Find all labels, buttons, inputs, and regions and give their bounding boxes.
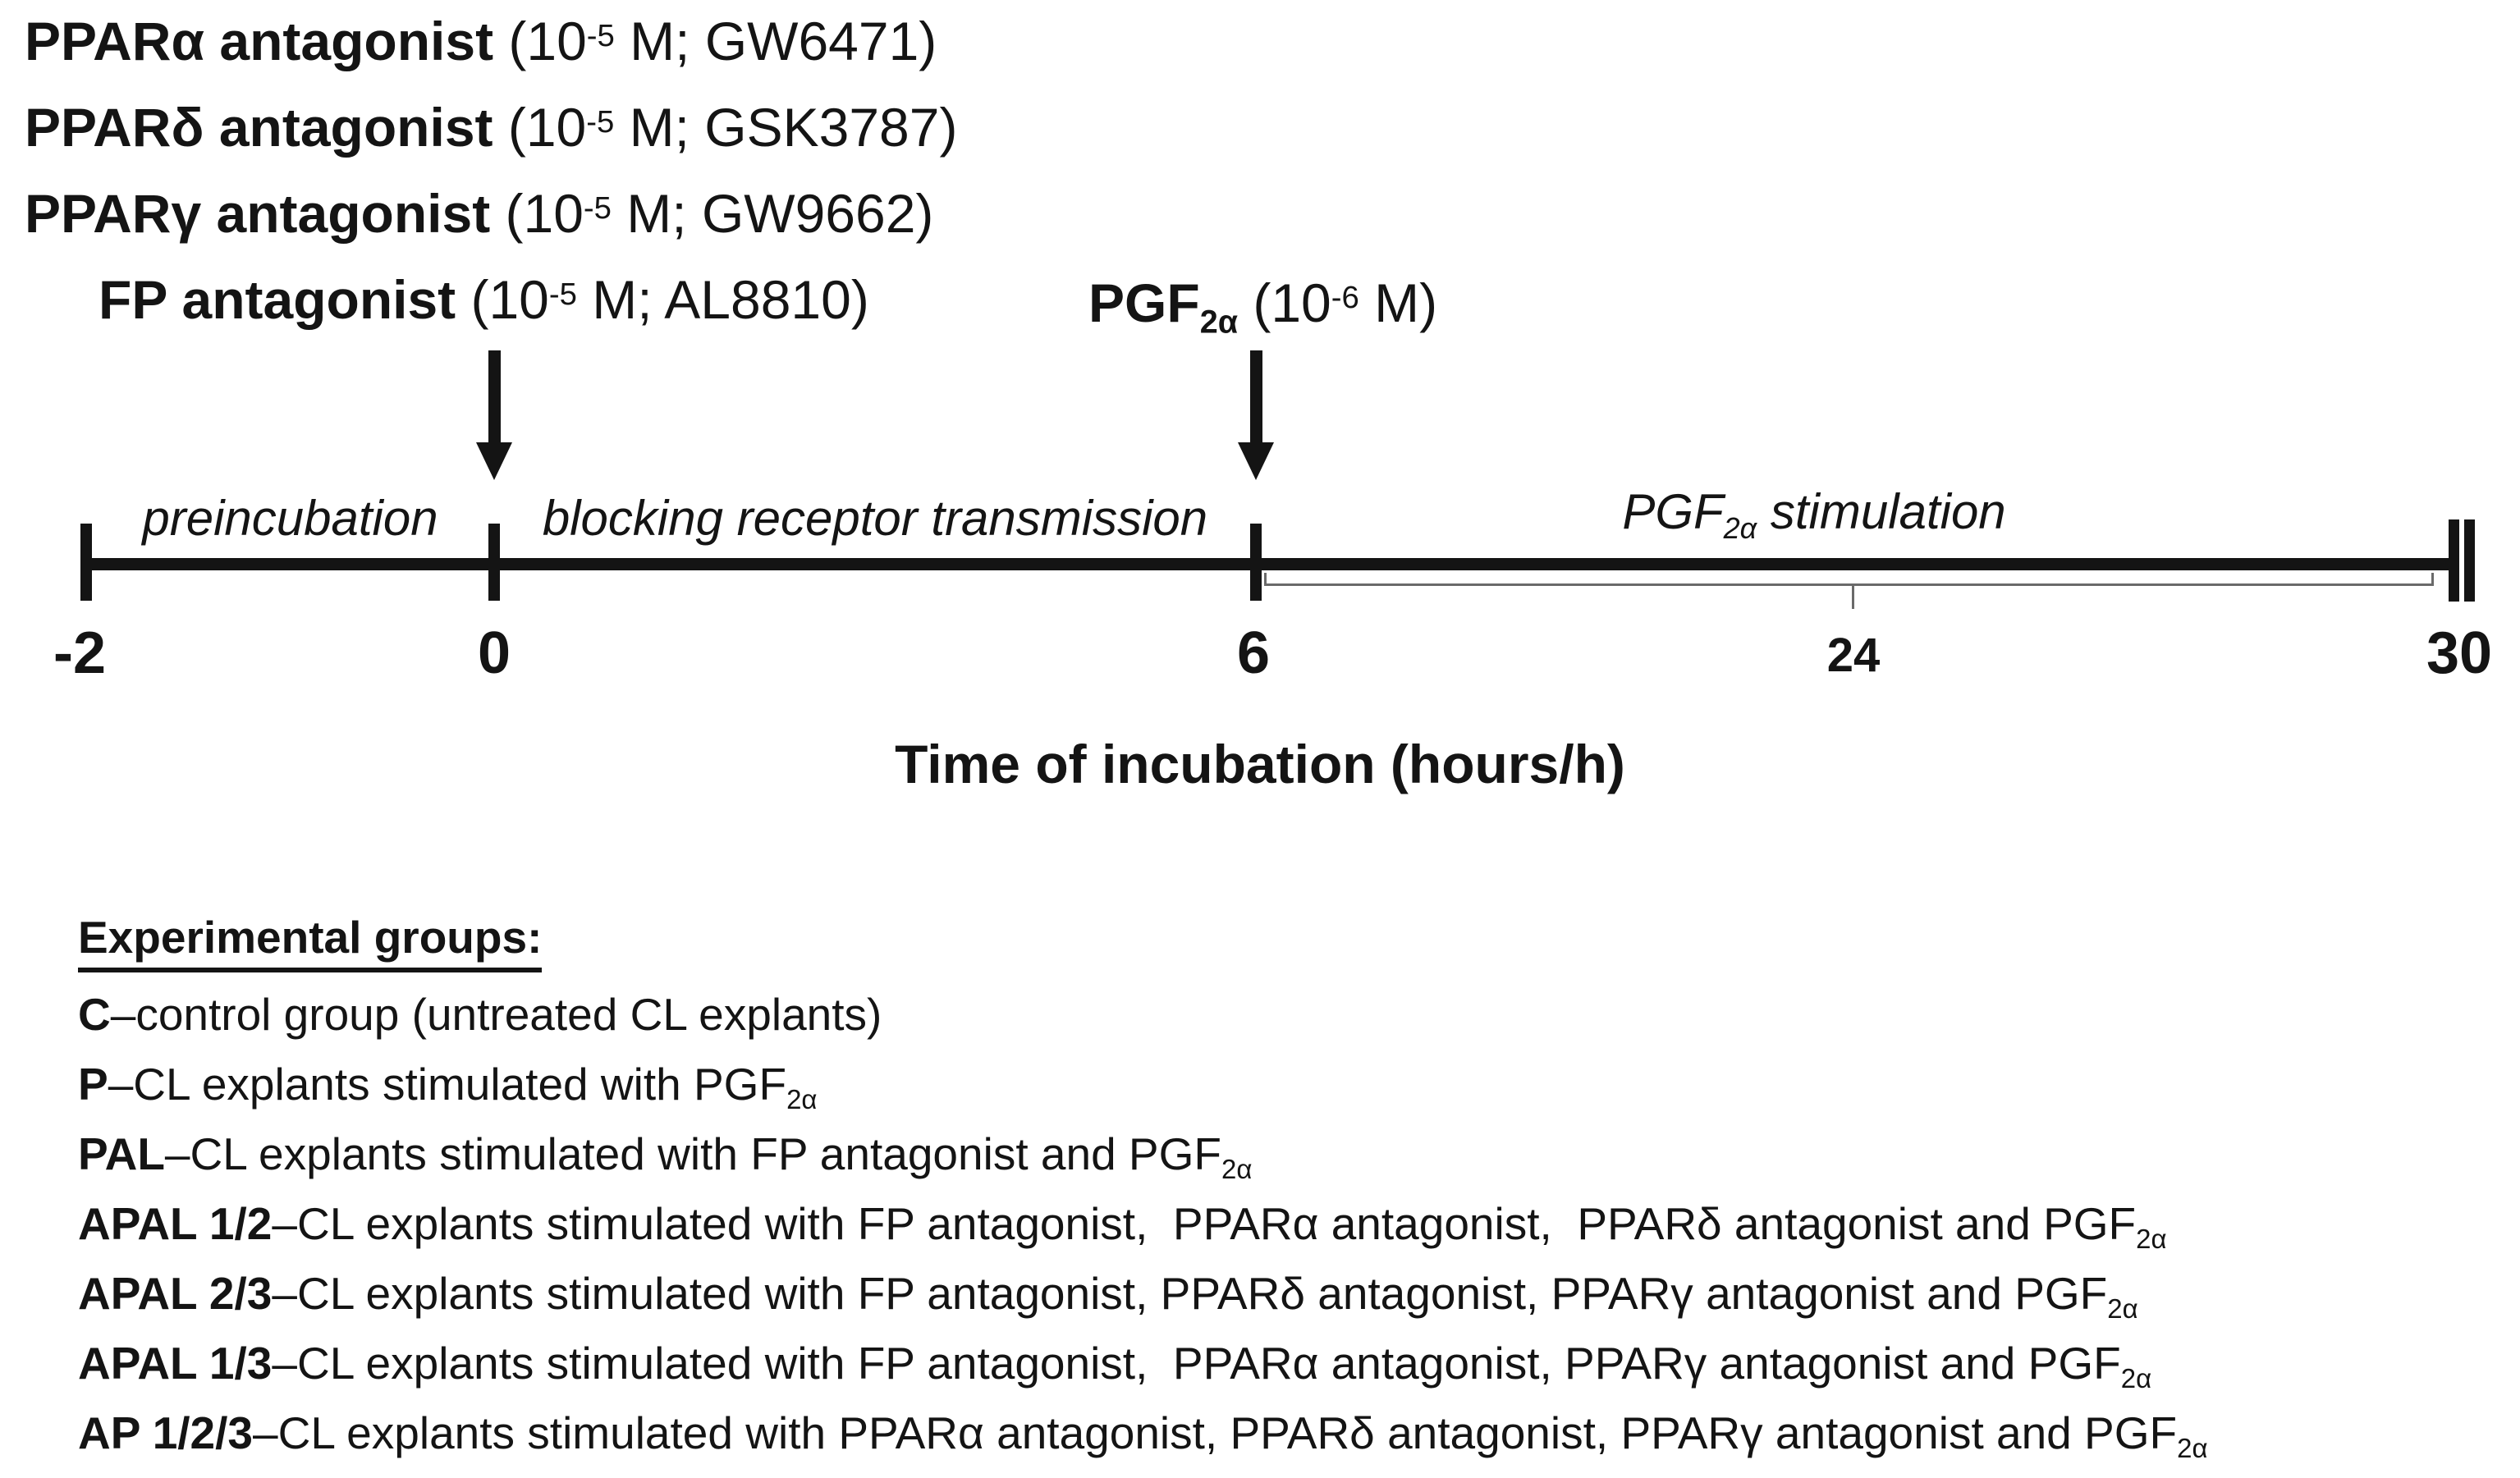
- reagent-conc-exponent: -5: [548, 276, 577, 312]
- phase-text: blocking receptor transmission: [542, 491, 1208, 546]
- reagent-conc-open: (10: [470, 269, 549, 330]
- arrow-head: [1238, 442, 1274, 480]
- reagent-conc-open: (10: [507, 97, 587, 158]
- group-code: C: [78, 989, 111, 1040]
- reagent-conc-close: M; GW6471): [614, 11, 937, 71]
- phase-label-pgf-stimulation: PGF2α stimulation: [1256, 483, 2372, 546]
- pgf-name: PGF: [1088, 272, 1200, 333]
- group-code: APAL 2/3: [78, 1268, 273, 1319]
- experimental-groups-block: Experimental groups: C–control group (un…: [78, 911, 2208, 1477]
- reagent-name: PPARα antagonist: [25, 11, 509, 71]
- group-row-apal-2-3: APAL 2/3–CL explants stimulated with FP …: [78, 1268, 2208, 1338]
- phase-text-subscript: 2α: [1723, 511, 1757, 546]
- tick-mark-6: [1250, 524, 1262, 601]
- reagent-conc-open: (10: [505, 183, 584, 244]
- reagent-line-ppar-delta: PPARδ antagonist (10-5 M; GSK3787): [25, 97, 958, 158]
- group-desc: –CL explants stimulated with PGF: [108, 1059, 787, 1110]
- reagent-conc-close: M; GW9662): [611, 183, 934, 244]
- reagent-conc-open: (10: [508, 11, 587, 71]
- group-code: APAL 1/2: [78, 1198, 273, 1249]
- tick-mark-minus2: [80, 524, 92, 601]
- group-code: PAL: [78, 1128, 165, 1179]
- axis-end-bar-1: [2449, 519, 2459, 602]
- group-code: P: [78, 1059, 108, 1110]
- bracket-midpoint-tick-24: [1852, 583, 1854, 609]
- reagent-line-ppar-alpha: PPARα antagonist (10-5 M; GW6471): [25, 11, 937, 71]
- timeline-axis: [86, 558, 2458, 570]
- group-desc: –CL explants stimulated with FP antagoni…: [272, 1338, 2121, 1389]
- tick-label-minus2: -2: [53, 620, 107, 686]
- reagent-conc-close: M; AL8810): [576, 269, 869, 330]
- tick-label-30: 30: [2426, 620, 2493, 686]
- reagent-line-ppar-gamma: PPARγ antagonist (10-5 M; GW9662): [25, 185, 933, 242]
- phase-label-blocking-receptor-transmission: blocking receptor transmission: [494, 490, 1256, 547]
- groups-heading: Experimental groups:: [78, 911, 2208, 989]
- reagent-conc-exponent: -5: [583, 190, 612, 226]
- tick-mark-0: [488, 524, 500, 601]
- axis-title: Time of incubation (hours/h): [895, 734, 1625, 794]
- group-code: APAL 1/3: [78, 1338, 273, 1389]
- groups-heading-text: Experimental groups:: [78, 911, 543, 972]
- axis-end-bar-2: [2464, 519, 2475, 602]
- group-pgf-subscript: 2α: [2120, 1363, 2152, 1394]
- group-row-pal: PAL–CL explants stimulated with FP antag…: [78, 1128, 2208, 1198]
- phase-text-pre: PGF: [1622, 484, 1724, 539]
- arrow-shaft: [1249, 350, 1262, 442]
- group-row-apal-1-3: APAL 1/3–CL explants stimulated with FP …: [78, 1338, 2208, 1407]
- reagent-conc-close: M; GSK3787): [614, 97, 958, 158]
- pgf-conc-close: M): [1359, 272, 1438, 333]
- group-desc: –CL explants stimulated with FP antagoni…: [164, 1128, 1221, 1179]
- reagent-conc-exponent: -5: [586, 17, 615, 53]
- group-desc: –CL explants stimulated with FP antagoni…: [272, 1268, 2108, 1319]
- reagent-name: PPARδ antagonist: [25, 97, 508, 158]
- group-row-apal-1-2: APAL 1/2–CL explants stimulated with FP …: [78, 1198, 2208, 1268]
- group-row-ap-1-2-3: AP 1/2/3–CL explants stimulated with PPA…: [78, 1407, 2208, 1477]
- arrow-shaft: [488, 350, 501, 442]
- phase-label-preincubation: preincubation: [86, 490, 494, 547]
- phase-text: preincubation: [142, 491, 438, 546]
- phase-text-post: stimulation: [1757, 484, 2006, 539]
- pgf-conc-open: (10: [1238, 272, 1331, 333]
- arrow-head: [476, 442, 512, 480]
- group-pgf-subscript: 2α: [2107, 1293, 2138, 1325]
- tick-label-0: 0: [477, 620, 511, 686]
- group-desc: –control group (untreated CL explants): [110, 989, 882, 1040]
- pgf-conc-exponent: -6: [1331, 279, 1359, 315]
- group-code: AP 1/2/3: [78, 1407, 254, 1458]
- group-desc: –CL explants stimulated with FP antagoni…: [272, 1198, 2137, 1249]
- reagent-name: PPARγ antagonist: [25, 183, 506, 244]
- group-desc: –CL explants stimulated with PPARα antag…: [253, 1407, 2178, 1458]
- tick-label-6: 6: [1236, 620, 1271, 686]
- group-pgf-subscript: 2α: [2136, 1224, 2167, 1255]
- group-pgf-subscript: 2α: [786, 1084, 818, 1115]
- reagent-line-fp: FP antagonist (10-5 M; AL8810): [99, 269, 869, 330]
- pgf-addition-arrow-6h: [1238, 350, 1274, 480]
- reagent-name: FP antagonist: [99, 269, 471, 330]
- range-bracket-6-to-30: [1264, 573, 2434, 586]
- group-row-p: P–CL explants stimulated with PGF2α: [78, 1059, 2208, 1128]
- group-pgf-subscript: 2α: [2177, 1433, 2208, 1464]
- pgf-label: PGF2α (10-6 M): [1088, 272, 1437, 341]
- antagonist-addition-arrow-0h: [476, 350, 512, 480]
- group-pgf-subscript: 2α: [1221, 1154, 1253, 1185]
- reagent-conc-exponent: -5: [586, 103, 615, 140]
- pgf-subscript: 2α: [1199, 304, 1239, 341]
- tick-label-24: 24: [1826, 629, 1881, 682]
- group-row-c: C–control group (untreated CL explants): [78, 989, 2208, 1059]
